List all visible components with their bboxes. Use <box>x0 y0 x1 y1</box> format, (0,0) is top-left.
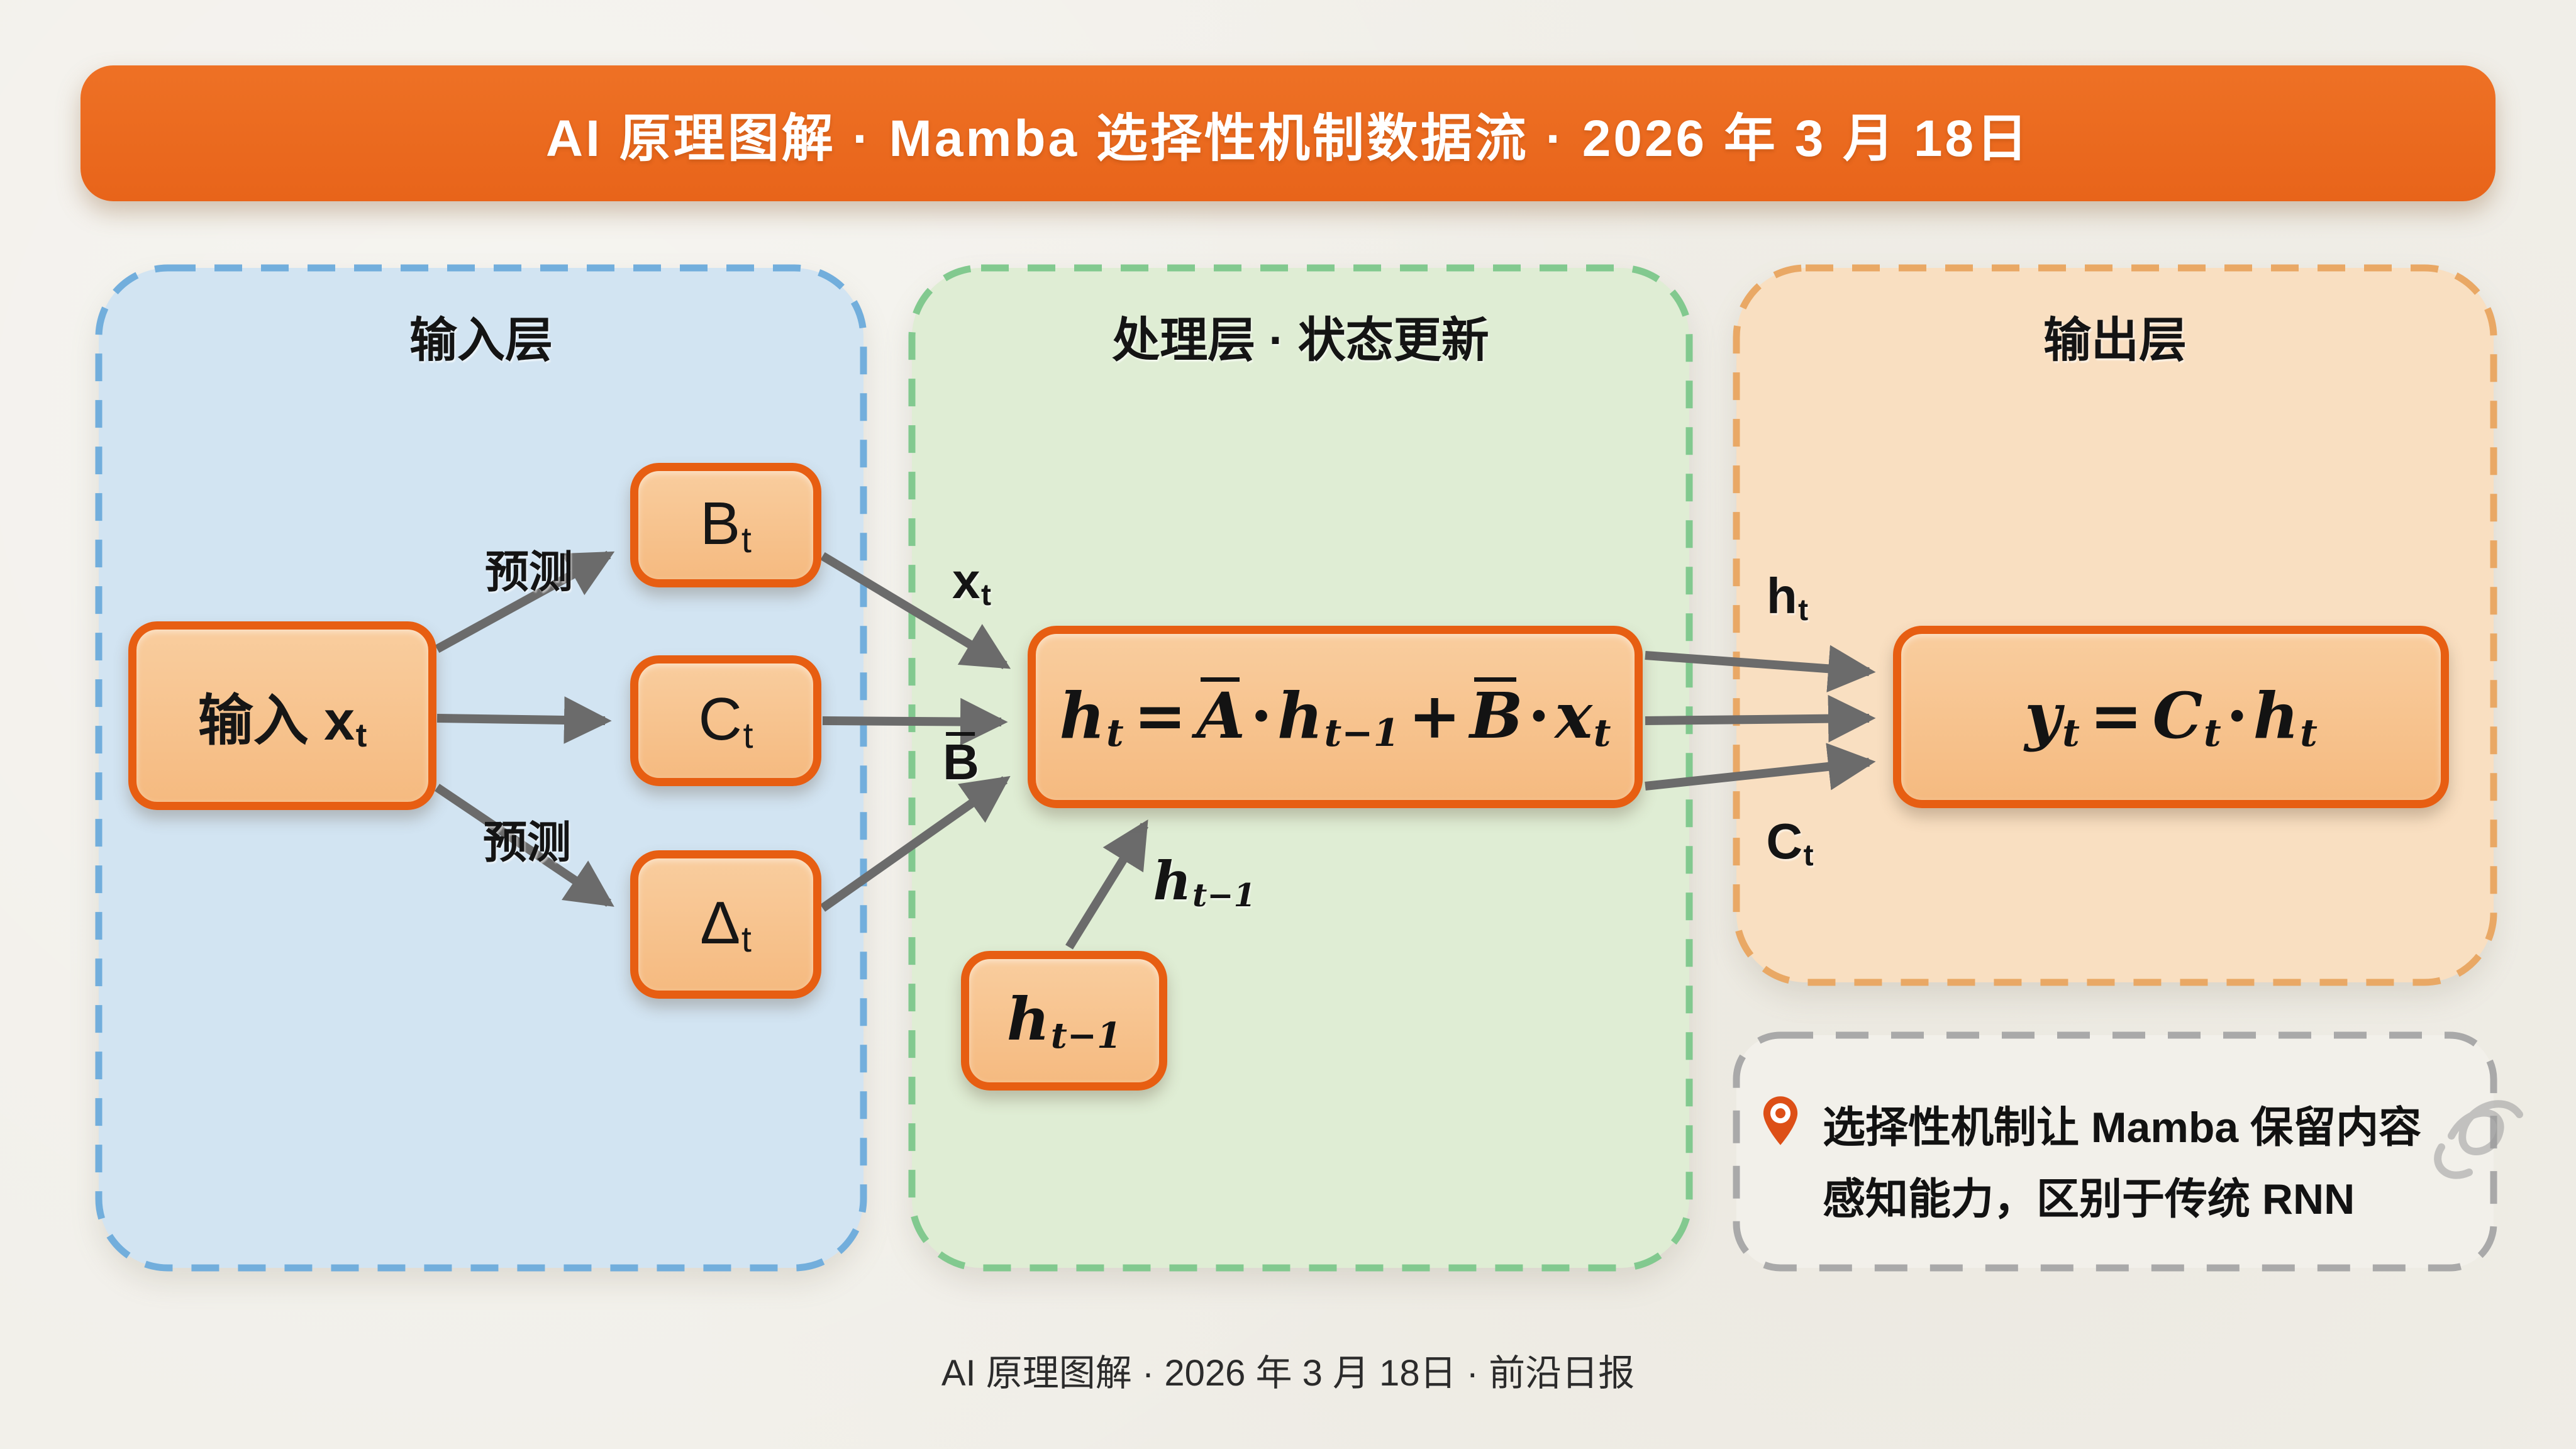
node-delta-t: Δt <box>630 850 821 999</box>
arrow-input-to-ct <box>436 696 612 744</box>
header-title: AI 原理图解 · Mamba 选择性机制数据流 · 2026 年 3 月 18… <box>545 109 2031 167</box>
edge-label-h-prev: ht−1 <box>1153 849 1256 914</box>
output-panel-dashed-border <box>1733 264 2497 986</box>
state-formula: ht=A·ht−1+B·xt <box>1059 677 1611 756</box>
node-ct-label: Ct <box>698 686 753 756</box>
arrow-delta-to-state <box>819 775 1011 912</box>
node-bt-label: Bt <box>700 490 752 560</box>
node-state-update-formula: ht=A·ht−1+B·xt <box>1028 626 1643 808</box>
arrow-state-to-output-middle <box>1645 694 1876 743</box>
location-pin-icon <box>1763 1096 1798 1145</box>
arrow-input-to-delta <box>435 784 614 907</box>
node-input-xt: 输入 xt <box>128 621 436 810</box>
arrow-prevstate-to-state <box>1065 819 1148 950</box>
input-panel-dashed-border <box>95 264 867 1272</box>
watermark-scribble <box>2434 1100 2523 1179</box>
node-input-label: 输入 xt <box>197 689 367 755</box>
arrow-state-to-output-bottom <box>1645 743 1876 791</box>
note-box <box>1736 1035 2494 1268</box>
edge-label-predict-bottom: 预测 <box>483 818 571 867</box>
input-layer-title: 输入层 <box>409 314 553 367</box>
edge-label-xt: xt <box>952 553 991 612</box>
output-formula: yt=Ct·ht <box>2024 678 2318 756</box>
edge-label-ct: Ct <box>1766 813 1814 872</box>
header-bar: AI 原理图解 · Mamba 选择性机制数据流 · 2026 年 3 月 18… <box>80 65 2496 201</box>
output-layer-title: 输出层 <box>2043 314 2187 367</box>
node-previous-state: ht−1 <box>961 951 1167 1091</box>
node-output-formula: yt=Ct·ht <box>1893 626 2449 808</box>
footer-caption: AI 原理图解 · 2026 年 3 月 18日 · 前沿日报 <box>941 1353 1635 1394</box>
note-content: 选择性机制让 Mamba 保留内容 感知能力，区别于传统 RNN <box>1761 1092 2465 1235</box>
edge-label-predict-top: 预测 <box>485 547 573 597</box>
node-bt: Bt <box>630 463 821 587</box>
previous-state-label: ht−1 <box>1006 985 1122 1057</box>
edge-label-b-bar: B <box>943 732 979 790</box>
note-line-2: 感知能力，区别于传统 RNN <box>1823 1175 2355 1223</box>
arrow-state-to-output-top <box>1645 645 1876 692</box>
node-ct: Ct <box>630 655 821 786</box>
arrow-input-to-bt <box>435 550 615 653</box>
note-text: 选择性机制让 Mamba 保留内容 感知能力，区别于传统 RNN <box>1823 1092 2421 1235</box>
processing-layer-title: 处理层 · 状态更新 <box>1112 314 1489 367</box>
arrow-bt-to-state <box>820 552 1011 670</box>
note-box-dashed-border <box>1733 1031 2497 1272</box>
processing-panel-dashed-border <box>908 264 1693 1272</box>
node-delta-label: Δt <box>700 889 752 960</box>
panel-output-layer <box>1736 268 2494 982</box>
note-line-1: 选择性机制让 Mamba 保留内容 <box>1823 1104 2422 1152</box>
arrow-ct-to-state <box>822 697 1008 746</box>
edge-label-ht: ht <box>1766 568 1809 627</box>
